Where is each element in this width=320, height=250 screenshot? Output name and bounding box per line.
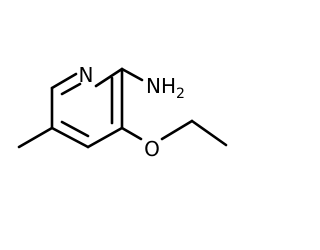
bond-c6-n1 (50, 72, 78, 90)
molecule-drawing: N NH2 O (17, 63, 228, 161)
nh2-subscript: 2 (176, 86, 185, 102)
bond-ch2-ch3 (190, 119, 228, 147)
bond-c4-c5 (50, 126, 90, 149)
bond-c3-c4 (86, 126, 124, 149)
atom-label-nh2: NH2 (146, 74, 185, 102)
bond-c5-ch3 (17, 126, 54, 149)
structure-diagram: N NH2 O (17, 63, 228, 161)
bond-c2-nh2 (120, 67, 144, 82)
bond-c3-o (120, 126, 143, 141)
atom-label-n: N (79, 63, 94, 87)
atom-label-o: O (144, 137, 160, 161)
bond-n1-c2 (94, 67, 124, 88)
bond-c4-c5-inner (60, 120, 90, 138)
nh2-main-text: NH (146, 74, 176, 98)
bond-c6-n1-inner (60, 82, 82, 96)
bond-o-ch2 (160, 119, 194, 141)
